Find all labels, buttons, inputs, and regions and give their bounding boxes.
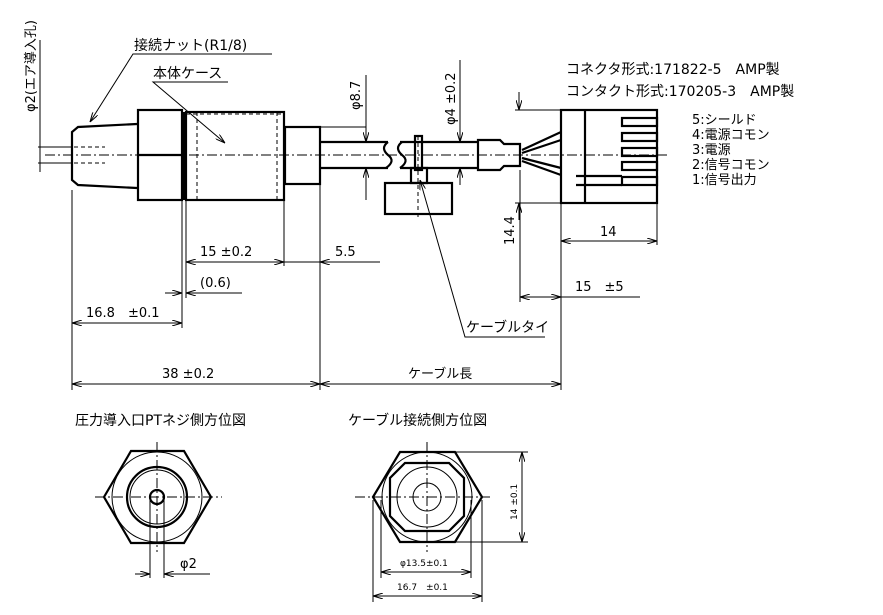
contact-type: コンタクト形式:170205-3 AMP製 (566, 84, 794, 100)
cable-tie-label: ケーブルタイ (466, 319, 549, 336)
view-cable-title: ケーブル接続側方位図 (348, 412, 487, 429)
dim-hex-16-7: 16.7 ±0.1 (397, 583, 448, 593)
dim-15: 15 ±0.2 (200, 245, 252, 260)
dim-cable-length: ケーブル長 (408, 366, 472, 382)
body-case-label: 本体ケース (153, 66, 222, 82)
dim-38: 38 ±0.2 (162, 367, 214, 382)
dim-phi-2: φ2 (180, 557, 197, 572)
nut-label: 接続ナット(R1/8) (134, 37, 247, 54)
cable-tie (383, 134, 454, 220)
dim-14-4: 14.4 (503, 216, 518, 245)
body-case (184, 110, 322, 202)
dim-15-5: 15 ±5 (575, 280, 624, 295)
connector (559, 108, 659, 205)
pin-4: 4:電源コモン (692, 128, 770, 143)
connector-type: コネクタ形式:171822-5 AMP製 (566, 62, 780, 78)
pt-side-view (95, 442, 222, 578)
air-hole-label: φ2(エア導入孔) (24, 20, 39, 112)
view-pt-title: 圧力導入口PTネジ側方位図 (75, 413, 246, 429)
pin-2: 2:信号コモン (692, 158, 770, 173)
dim-hex-14: 14 ±0.1 (510, 484, 520, 520)
dim-16-8: 16.8 ±0.1 (86, 306, 160, 321)
pin-1: 1:信号出力 (692, 173, 757, 188)
wires (521, 131, 562, 177)
dim-phi-13-5: φ13.5±0.1 (400, 559, 448, 569)
dim-phi-4: φ4 ±0.2 (444, 72, 459, 125)
pin-5: 5:シールド (692, 113, 757, 128)
dim-0-6: (0.6) (200, 276, 231, 291)
pin-list: 5:シールド 4:電源コモン 3:電源 2:信号コモン 1:信号出力 (692, 113, 770, 188)
dim-5-5: 5.5 (335, 245, 356, 260)
dim-phi-8-7: φ8.7 (349, 81, 364, 110)
connection-nut (60, 108, 186, 202)
dim-14: 14 (600, 225, 617, 240)
pin-3: 3:電源 (692, 143, 731, 158)
cable-side-view (355, 442, 528, 602)
